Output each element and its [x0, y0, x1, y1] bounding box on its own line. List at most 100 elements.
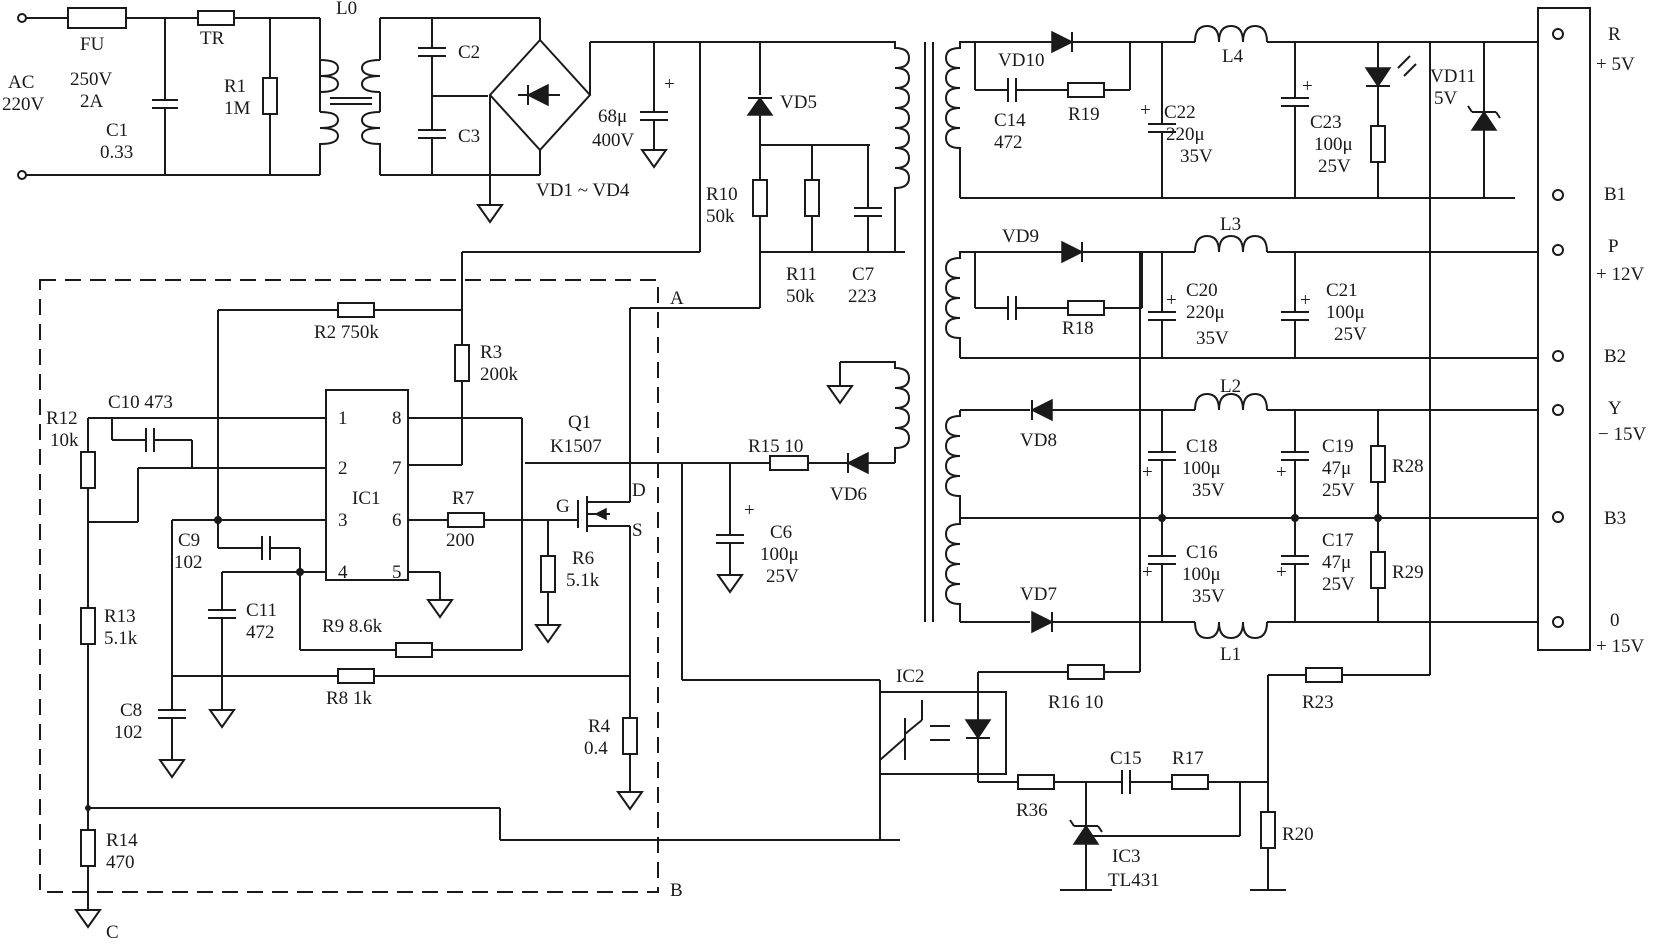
label-ac: AC	[8, 72, 34, 93]
resistor-r10	[752, 179, 768, 217]
label-c7-value: 223	[848, 286, 877, 307]
label-c22: C22	[1164, 102, 1196, 123]
terminal-y	[1552, 404, 1564, 416]
label-c16-voltage: 35V	[1192, 586, 1225, 607]
label-c11: C11	[246, 600, 277, 621]
output-label-p: P	[1608, 236, 1619, 257]
winding-5v	[944, 41, 975, 198]
label-c17-voltage: 25V	[1322, 574, 1355, 595]
label-fu: FU	[80, 34, 105, 55]
zener-vd11	[1470, 110, 1498, 131]
label-q1: Q1	[568, 412, 591, 433]
resistor-r19	[1067, 82, 1105, 98]
transformer-primary	[880, 41, 911, 252]
ic1-pin-5: 5	[392, 562, 402, 583]
ground-symbol	[476, 204, 504, 224]
label-fu-voltage: 250V	[70, 69, 113, 90]
label-r13: R13	[104, 606, 136, 627]
label-c11-value: 472	[246, 622, 275, 643]
label-r4-value: 0.4	[584, 738, 608, 759]
control-module-boundary	[39, 279, 659, 893]
label-r2: R2 750k	[314, 322, 379, 343]
ic1-pin-6: 6	[392, 510, 402, 531]
label-r14: R14	[106, 830, 138, 851]
label-vd1-vd4: VD1 ~ VD4	[536, 180, 630, 201]
output-label-plus15v: + 15V	[1596, 636, 1644, 657]
label-vd11: VD11	[1430, 66, 1476, 87]
resistor-r18	[1067, 300, 1105, 316]
label-r10-value: 50k	[706, 206, 735, 227]
label-r16: R16 10	[1048, 692, 1103, 713]
label-r3: R3	[480, 342, 502, 363]
led-indicator	[1364, 67, 1392, 88]
resistor-r4	[622, 717, 638, 755]
resistor-r15	[769, 455, 809, 471]
terminal-b2	[1552, 350, 1564, 362]
plus-sign: +	[664, 74, 675, 95]
label-c23-value: 100μ	[1314, 134, 1353, 155]
resistor-r20	[1260, 811, 1276, 849]
resistor-r16	[1067, 664, 1105, 680]
resistor-r13	[80, 607, 96, 645]
label-c23: C23	[1310, 112, 1342, 133]
resistor-r17	[1171, 774, 1209, 790]
winding-plus15v	[944, 518, 961, 622]
label-q1-part: K1507	[550, 436, 602, 457]
label-bulk-cap-value: 68μ	[598, 106, 627, 127]
label-c21: C21	[1326, 280, 1358, 301]
ac-terminal-bottom	[17, 170, 27, 180]
fuse-fu	[67, 7, 127, 29]
resistor-r11	[804, 179, 820, 217]
label-c20-voltage: 35V	[1196, 328, 1229, 349]
inductor-l2	[1194, 392, 1268, 411]
output-label-0: 0	[1610, 610, 1620, 631]
resistor-r9	[395, 642, 433, 658]
label-c10: C10 473	[108, 392, 173, 413]
label-r9: R9 8.6k	[322, 616, 383, 637]
ic1-pin-2: 2	[338, 458, 348, 479]
label-r14-value: 470	[106, 852, 135, 873]
label-r12-value: 10k	[50, 430, 79, 451]
label-c8: C8	[120, 700, 142, 721]
resistor-r3	[454, 344, 470, 382]
output-label-12v: + 12V	[1596, 264, 1644, 285]
label-c9: C9	[178, 530, 200, 551]
label-c2: C2	[458, 42, 480, 63]
transformer-aux-winding	[840, 361, 911, 463]
resistor-r6	[540, 555, 556, 593]
label-c22-voltage: 35V	[1180, 146, 1213, 167]
label-r7-value: 200	[446, 530, 475, 551]
resistor-led	[1370, 125, 1386, 163]
winding-minus15v	[944, 410, 961, 518]
output-label-5v: + 5V	[1596, 54, 1635, 75]
resistor-r29	[1370, 551, 1386, 589]
plus-sign: +	[1300, 290, 1311, 311]
label-c21-voltage: 25V	[1334, 324, 1367, 345]
terminal-r	[1552, 28, 1564, 40]
label-l1: L1	[1220, 644, 1241, 665]
label-a: A	[670, 288, 684, 309]
terminal-b3	[1552, 511, 1564, 523]
label-c17: C17	[1322, 530, 1354, 551]
label-r7: R7	[452, 488, 474, 509]
label-fu-current: 2A	[80, 91, 104, 112]
resistor-r7	[447, 512, 485, 528]
label-r28: R28	[1392, 456, 1424, 477]
ic1-pin-3: 3	[338, 510, 348, 531]
resistor-r14	[80, 829, 96, 867]
label-r15: R15 10	[748, 436, 803, 457]
label-r1: R1	[224, 76, 246, 97]
label-l3: L3	[1220, 214, 1241, 235]
label-source: S	[632, 520, 643, 541]
resistor-r12	[80, 451, 96, 489]
label-ic1: IC1	[352, 488, 381, 509]
resistor-r23	[1305, 667, 1343, 683]
ic1-pin-7: 7	[392, 458, 402, 479]
label-r29: R29	[1392, 562, 1424, 583]
ac-terminal-top	[17, 13, 27, 23]
output-label-b1: B1	[1604, 184, 1626, 205]
label-r11: R11	[786, 264, 817, 285]
terminal-p	[1552, 244, 1564, 256]
thermistor-tr	[197, 10, 235, 26]
label-l0: L0	[336, 0, 357, 19]
